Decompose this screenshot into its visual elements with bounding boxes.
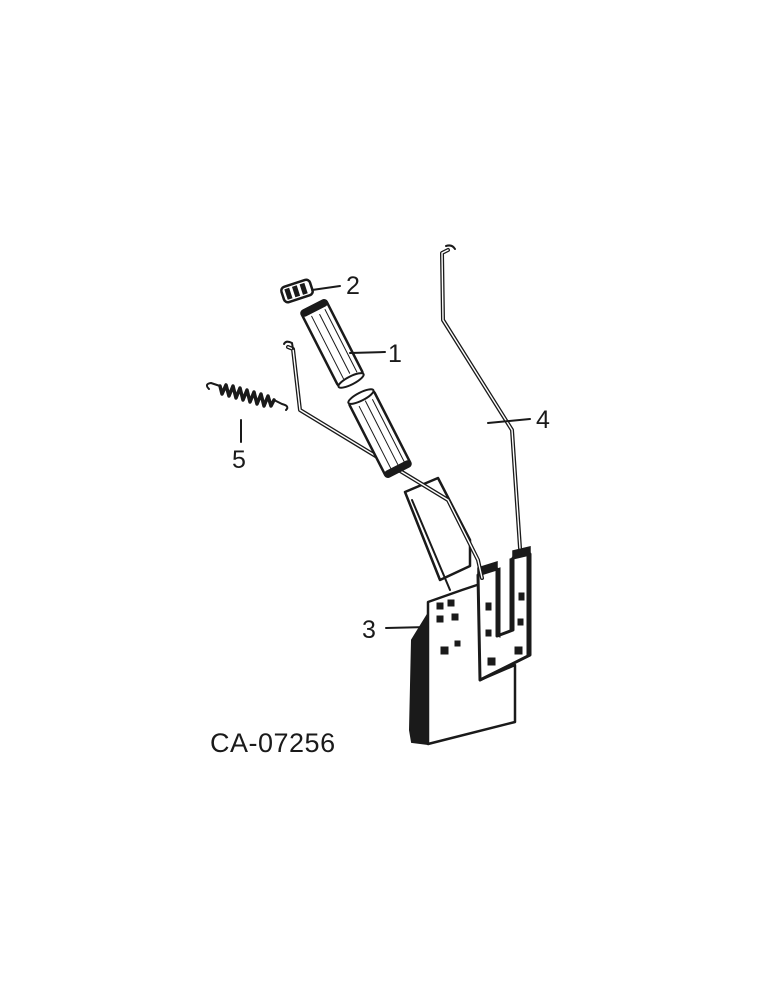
plate-hole [440,646,449,655]
leader-lines [240,285,531,629]
bracket-hole [517,618,524,626]
bracket-body [476,552,532,682]
nut [280,278,314,304]
grip [300,299,412,478]
slotted-bracket [476,546,532,682]
rod [440,244,522,550]
callout-number-3: 3 [362,616,376,644]
spring [205,382,289,411]
plate-hole [454,640,461,647]
callout-labels: 1 2 3 4 5 [232,272,550,644]
callout-number-2: 2 [346,272,360,300]
figure-id-label: CA-07256 [210,728,336,758]
bracket-hole [518,592,525,601]
bracket-hole [487,657,496,666]
plate-hole [451,613,459,621]
plate-hole [436,602,444,610]
grip-lower [347,388,412,478]
plate-hole [436,615,444,623]
bracket-hole [485,629,492,637]
grip-upper [300,299,365,389]
callout-number-4: 4 [536,406,550,434]
callout-number-1: 1 [388,340,402,368]
callout-number-5: 5 [232,446,246,474]
bracket-hole [485,602,492,611]
bracket-hole [514,646,523,655]
plate-hole [447,599,455,607]
